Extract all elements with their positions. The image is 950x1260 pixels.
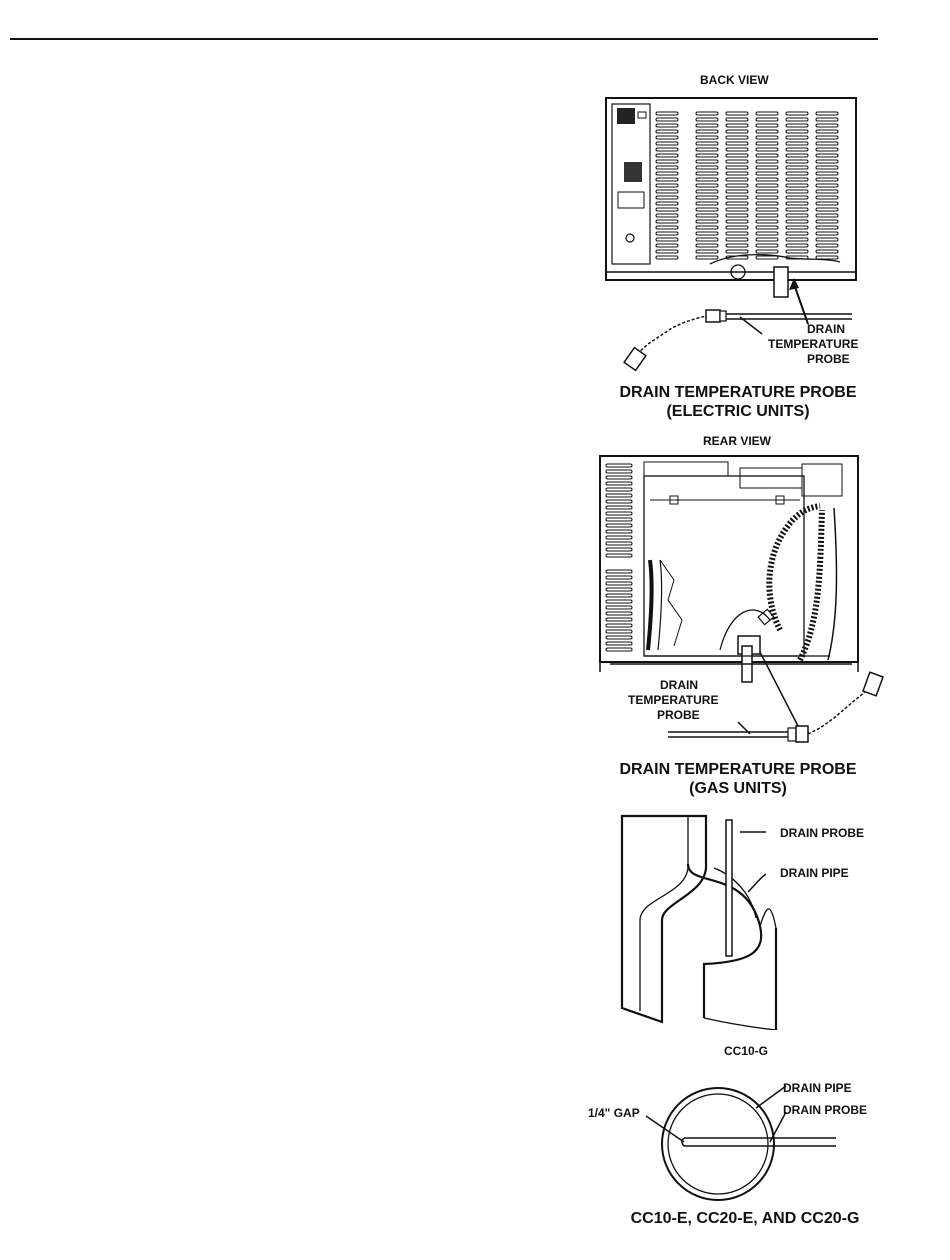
header-rule [10,38,878,40]
electric-caption-line1: DRAIN TEMPERATURE PROBE [570,383,906,402]
rear-view-label: REAR VIEW [703,434,771,449]
round-label-gap: 1/4" GAP [588,1106,640,1121]
cc10g-pipe-diagram [600,808,890,1030]
gas-caption-line1: DRAIN TEMPERATURE PROBE [570,760,906,779]
back-view-label: BACK VIEW [700,73,769,88]
electric-callout-probe: PROBE [807,352,850,367]
electric-caption-line2: (ELECTRIC UNITS) [570,402,906,421]
electric-callout-drain: DRAIN [807,322,845,337]
gas-callout-temperature: TEMPERATURE [628,693,718,708]
round-label-drain-probe: DRAIN PROBE [783,1103,867,1118]
cc10g-label-drain-probe: DRAIN PROBE [780,826,864,841]
cc10g-label-drain-pipe: DRAIN PIPE [780,866,849,881]
electric-callout-temperature: TEMPERATURE [768,337,858,352]
round-caption: CC10-E, CC20-E, AND CC20-G [580,1209,910,1228]
cc10g-caption: CC10-G [724,1044,768,1059]
gas-callout-probe: PROBE [657,708,700,723]
round-label-drain-pipe: DRAIN PIPE [783,1081,852,1096]
gas-caption-line2: (GAS UNITS) [570,779,906,798]
gas-callout-drain: DRAIN [660,678,698,693]
